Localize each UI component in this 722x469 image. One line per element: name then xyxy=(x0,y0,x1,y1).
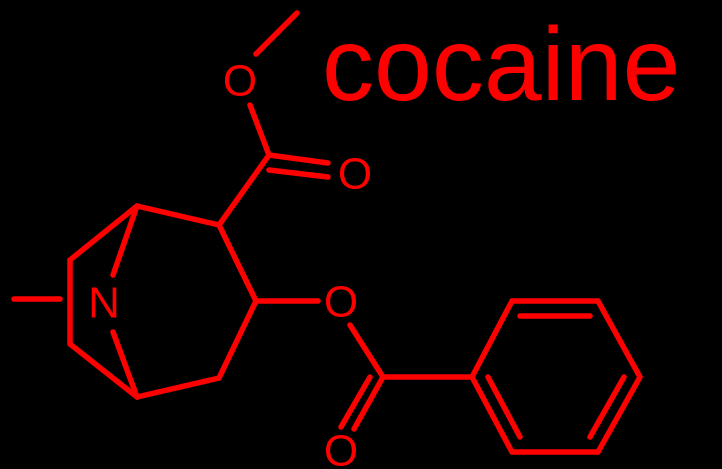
carbonyl-double-bond-inner xyxy=(266,167,331,180)
nitrogen-label: N xyxy=(88,279,120,328)
c4-to-c5-bridgehead-bond xyxy=(134,375,222,400)
methyl-ester-bond xyxy=(253,10,300,57)
bonds-group xyxy=(11,10,643,455)
c2-to-c3-bond xyxy=(216,222,259,304)
benzoate-carbonyl-oxygen-label: O xyxy=(324,427,358,469)
benzene-bond-4 xyxy=(595,374,643,455)
carbonyl-double-bond-outer xyxy=(266,152,331,166)
ester-oxygen-label: O xyxy=(223,57,257,106)
benzene-bond-6 xyxy=(469,374,515,455)
atom-labels-group: O O N O O xyxy=(88,57,372,469)
c1-to-nitrogen-bridge-bond xyxy=(110,203,140,278)
nitrogen-to-c5-bridge-bond xyxy=(110,329,140,400)
c1-to-c7-bond xyxy=(67,203,140,263)
benzene-bond-1 xyxy=(469,298,515,380)
benzene-inner-double-bond-2 xyxy=(587,374,627,440)
molecule-name: cocaine xyxy=(322,7,680,123)
c6-to-c5-bond xyxy=(67,341,140,400)
benzoate-carbonyl-double-bond-outer xyxy=(351,374,386,432)
benzene-inner-double-bond-3 xyxy=(485,374,523,440)
benzoate-carbonyl-double-bond-inner xyxy=(338,374,373,430)
carbonyl-oxygen-label: O xyxy=(338,150,372,199)
c2-to-c1-bridgehead-bond xyxy=(134,203,222,228)
benzoate-ester-oxygen-label: O xyxy=(324,278,358,327)
ester-oxygen-to-carbonyl-carbon-bond xyxy=(247,102,272,158)
c3-to-c4-bond xyxy=(216,298,259,381)
benzoate-oxygen-to-carbonyl-carbon-bond xyxy=(347,322,386,380)
benzene-bond-3 xyxy=(595,298,643,380)
carbonyl-carbon-to-c2-bond xyxy=(216,152,272,228)
